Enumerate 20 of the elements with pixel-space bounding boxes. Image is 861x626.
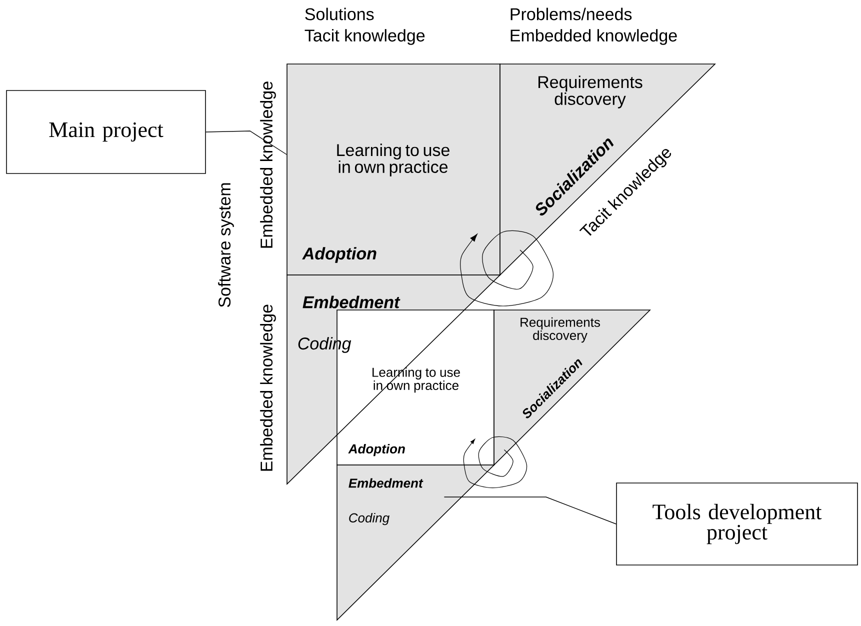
cell-heading: Learning to use in own practice [337, 144, 450, 176]
column-heading: Problems/needs [510, 8, 632, 20]
column-heading: Tacit knowledge [304, 29, 425, 45]
phase-label: Adoption [302, 247, 376, 263]
column-heading: Solutions [305, 8, 374, 20]
phase-label: Embedment [302, 296, 400, 308]
phase-label: Coding [349, 512, 390, 526]
axis-label: Embedded knowledge [260, 82, 276, 248]
axis-label: Embedded knowledge [260, 304, 276, 471]
cell-heading: Requirements discovery [538, 76, 642, 108]
leader-line [206, 130, 287, 155]
phase-label: Adoption [348, 444, 405, 456]
phase-label: Embedment [348, 478, 424, 488]
leader-line [444, 496, 616, 524]
quadrant-cell [286, 64, 500, 276]
cell-heading: Requirements discovery [520, 317, 600, 343]
axis-label: Software system [218, 183, 234, 308]
column-heading: Embedded knowledge [510, 29, 677, 45]
project-box: Tools development project [616, 482, 858, 566]
project-box: Main project [6, 90, 206, 174]
